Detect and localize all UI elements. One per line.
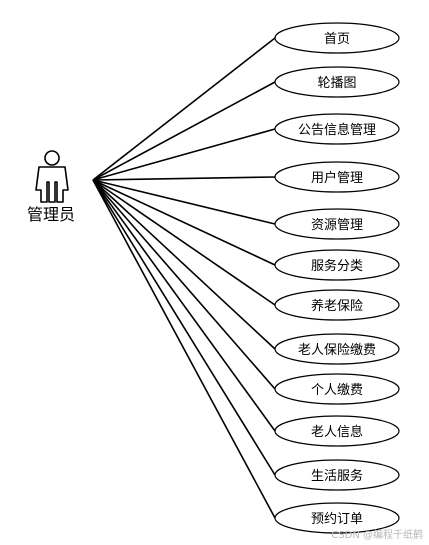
use-case-ellipse (274, 161, 400, 193)
use-case-6: 服务分类 (274, 249, 400, 281)
use-case-ellipse (274, 333, 400, 365)
use-case-3: 公告信息管理 (274, 113, 400, 145)
association-line (92, 179, 276, 476)
association-line (92, 179, 276, 519)
use-case-label: 个人缴费 (311, 383, 363, 398)
use-case-10: 老人信息 (274, 415, 400, 447)
use-case-11: 生活服务 (274, 459, 400, 491)
actor-label: 管理员 (27, 205, 75, 224)
association-line (92, 37, 276, 181)
watermark: CSDN @编程千纸鹤 (331, 530, 423, 541)
user-icon (35, 150, 69, 203)
use-case-ellipse (274, 249, 400, 281)
use-case-label: 生活服务 (311, 468, 363, 484)
use-case-label: 老人保险缴费 (298, 343, 376, 358)
use-case-ellipse (274, 415, 400, 447)
use-case-4: 用户管理 (274, 161, 400, 193)
association-line (92, 179, 276, 306)
use-case-label: 养老保险 (311, 298, 363, 314)
use-case-label: 首页 (324, 32, 350, 47)
use-case-label: 资源管理 (311, 218, 363, 233)
association-line (92, 179, 276, 225)
use-case-label: 轮播图 (317, 76, 356, 91)
use-case-label: 公告信息管理 (298, 122, 376, 138)
use-case-label: 服务分类 (311, 258, 363, 274)
association-line (92, 176, 276, 181)
use-case-12: 预约订单 (274, 502, 400, 534)
use-case-9: 个人缴费 (274, 373, 400, 405)
use-case-label: 预约订单 (311, 512, 363, 527)
use-case-ellipse (274, 22, 400, 54)
use-case-ellipse (274, 113, 400, 145)
use-case-1: 首页 (274, 22, 400, 54)
association-line (92, 81, 276, 181)
actor-admin: 管理员 (27, 150, 75, 224)
association-line (92, 179, 276, 432)
use-case-ellipse (274, 373, 400, 405)
use-case-2: 轮播图 (274, 66, 400, 98)
association-line (92, 128, 276, 181)
use-case-5: 资源管理 (274, 208, 400, 240)
use-case-ellipse (274, 502, 400, 534)
use-case-8: 老人保险缴费 (274, 333, 400, 365)
association-lines (92, 37, 276, 519)
use-case-ellipse (274, 459, 400, 491)
use-case-ellipse (274, 289, 400, 321)
association-line (92, 179, 276, 350)
association-line (92, 179, 276, 390)
use-case-list: 首页轮播图公告信息管理用户管理资源管理服务分类养老保险老人保险缴费个人缴费老人信… (274, 22, 400, 534)
use-case-label: 用户管理 (311, 170, 363, 186)
use-case-label: 老人信息 (311, 424, 363, 440)
use-case-7: 养老保险 (274, 289, 400, 321)
association-line (92, 179, 276, 266)
use-case-ellipse (274, 208, 400, 240)
use-case-ellipse (274, 66, 400, 98)
